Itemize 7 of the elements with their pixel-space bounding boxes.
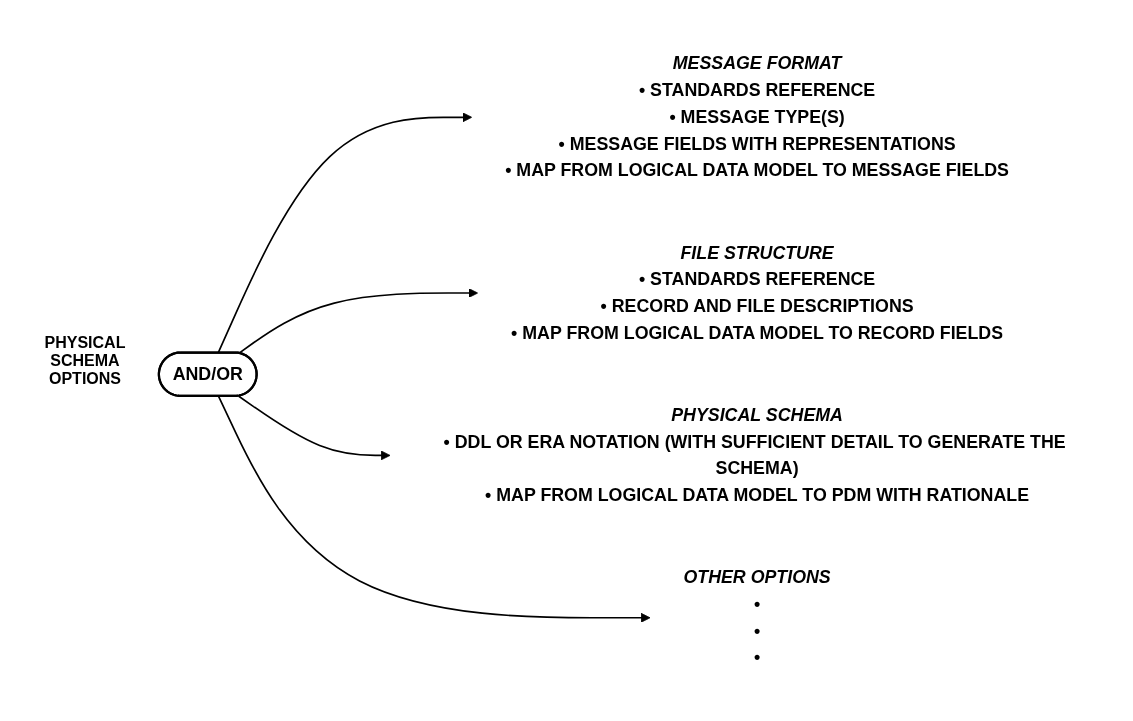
side-label: PHYSICAL SCHEMA OPTIONS — [43, 333, 127, 388]
node-text: OTHER OPTIONS • • • — [683, 567, 831, 667]
node-text: PHYSICAL SCHEMA • DDL OR ERA NOTATION (WITH SUFFICIENT DETAIL TO GENERATE THE SCHEMA) • MAP FROM LOGICAL DATA MODEL TO PDM WITH RATIONALE — [443, 404, 1066, 504]
arrow — [217, 395, 651, 623]
arrow — [237, 395, 391, 460]
node-text: MESSAGE FORMAT • STANDARDS REFERENCE • MESSAGE TYPE(S) • MESSAGE FIELDS WITH REPRESENTATIONS • MAP FROM LOGICAL DATA MODEL TO MESSAGE FIELDS — [505, 53, 1009, 180]
node-text: FILE STRUCTURE • STANDARDS REFERENCE • RECORD AND FILE DESCRIPTIONS • MAP FROM LOGICAL DATA MODEL TO RECORD FIELDS — [511, 242, 1004, 342]
